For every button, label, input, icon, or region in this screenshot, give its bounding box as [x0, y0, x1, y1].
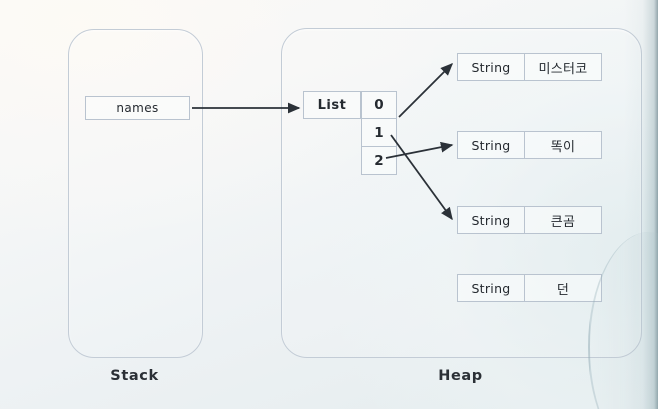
heap-region-label: Heap	[438, 368, 483, 384]
heap-string-object-2: String 큰곰	[457, 206, 602, 234]
stack-region-label: Stack	[110, 368, 159, 384]
heap-string-object-0: String 미스터코	[457, 53, 602, 81]
list-index-cell-2: 2	[361, 147, 397, 175]
heap-string-object-1: String 똑이	[457, 131, 602, 159]
string-value-3: 던	[556, 282, 570, 298]
string-value-1: 똑이	[550, 139, 576, 155]
string-type-label-3: String	[458, 275, 525, 301]
string-type-label-2: String	[458, 207, 525, 233]
heap-region	[281, 28, 642, 358]
string-type-label-0: String	[458, 54, 525, 80]
heap-list-type-label: List	[303, 91, 361, 119]
string-value-2: 큰곰	[550, 214, 576, 230]
list-index-cell-1: 1	[361, 119, 397, 147]
string-type-label-1: String	[458, 132, 525, 158]
string-value-0: 미스터코	[538, 61, 588, 77]
stack-variable-names: names	[85, 96, 190, 120]
list-index-cell-0: 0	[361, 91, 397, 119]
stack-region	[68, 29, 203, 358]
heap-string-object-3: String 던	[457, 274, 602, 302]
